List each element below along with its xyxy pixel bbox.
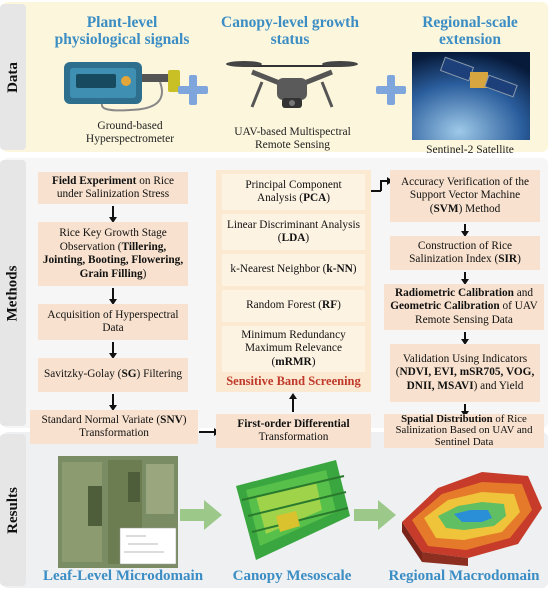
sensitive-band-title: Sensitive Band Screening xyxy=(226,374,361,388)
svm-verification-box: Accuracy Verification of the Support Vec… xyxy=(390,170,540,222)
lda-box: Linear Discriminant Analysis (LDA) xyxy=(222,214,365,250)
uav-caption: UAV-based Multispectral Remote Sensing xyxy=(234,126,351,151)
hyperspectrometer-image xyxy=(64,62,180,112)
sentinel-caption-text: Sentinel-2 Satellite xyxy=(426,144,514,156)
pca-box: Principal Component Analysis (PCA) xyxy=(222,174,365,210)
first-order-differential-box: First-order Differential Transformation xyxy=(216,414,371,448)
canopy-mesoscale-caption: Canopy Mesoscale xyxy=(232,568,352,584)
knn-box: k-Nearest Neighbor (k-NN) xyxy=(222,254,365,286)
regional-scale-title: Regional-scale extension xyxy=(422,14,518,48)
validation-box: Validation Using Indicators (NDVI, EVI, … xyxy=(390,344,540,402)
green-arrow-icon xyxy=(180,500,222,530)
data-section-label: Data xyxy=(0,4,26,150)
regional-macrodomain-caption: Regional Macrodomain xyxy=(388,568,540,584)
arrow-down xyxy=(109,342,116,359)
plant-level-title: Plant-level physiological signals xyxy=(54,14,190,48)
arrow-right xyxy=(380,177,393,184)
arrow-down xyxy=(461,332,468,345)
drone-image xyxy=(226,61,358,108)
snv-transformation-box: Standard Normal Variate (SNV) Transforma… xyxy=(30,410,198,444)
canopy-level-title: Canopy-level growth status xyxy=(221,14,359,48)
arrow-down xyxy=(461,272,468,285)
results-section-label: Results xyxy=(0,434,26,586)
green-arrow-icon xyxy=(354,500,396,530)
arrow-down xyxy=(109,394,116,411)
hyperspectral-acquisition-box: Acquisition of Hyperspectral Data xyxy=(38,304,188,340)
leaf-level-field-image xyxy=(58,456,178,568)
connector-line xyxy=(380,180,382,191)
mrmr-box: Minimum Redundancy Maximum Relevance (mR… xyxy=(222,326,365,372)
methods-section-label: Methods xyxy=(0,160,26,426)
arrow-down xyxy=(461,404,468,417)
arrow-down xyxy=(461,224,468,237)
sir-construction-box: Construction of Rice Salinization Index … xyxy=(390,236,540,270)
hyperspectrometer-caption: Ground-based Hyperspectrometer xyxy=(85,120,175,145)
plus-icon xyxy=(178,75,208,105)
arrow-up xyxy=(289,393,296,412)
satellite-image xyxy=(412,52,530,140)
connector-line xyxy=(371,190,381,192)
arrow-right xyxy=(199,428,220,435)
calibration-box: Radiometric Calibration and Geometric Ca… xyxy=(384,284,544,330)
leaf-level-caption: Leaf-Level Microdomain xyxy=(42,568,204,584)
sg-filtering-box: Savitzky-Golay (SG) Filtering xyxy=(38,358,188,392)
plus-icon xyxy=(376,75,406,105)
field-experiment-box: Field Experiment on Rice under Salinizat… xyxy=(38,172,188,204)
arrow-down xyxy=(109,206,116,223)
spatial-distribution-box: Spatial Distribution of Rice Salinizatio… xyxy=(384,413,544,448)
canopy-mesoscale-image xyxy=(236,460,350,560)
arrow-down xyxy=(109,288,116,305)
regional-map-image xyxy=(402,472,542,566)
growth-stage-box: Rice Key Growth Stage Observation (Tille… xyxy=(38,222,188,286)
rf-box: Random Forest (RF) xyxy=(222,290,365,322)
